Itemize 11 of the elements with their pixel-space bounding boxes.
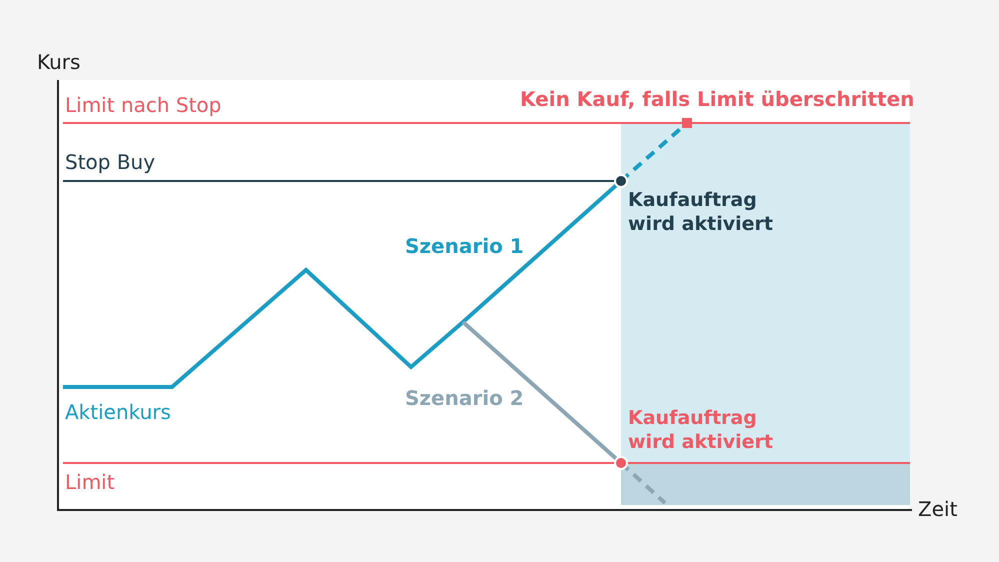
- axis-label: Kurs: [37, 50, 80, 75]
- annotation: Kaufauftrag wird aktiviert: [628, 406, 774, 454]
- scenario-label: Szenario 1: [405, 234, 524, 259]
- annotation: Kein Kauf, falls Limit überschritten: [520, 87, 914, 112]
- series-label: Aktienkurs: [65, 400, 171, 425]
- line-label: Limit: [65, 470, 115, 495]
- axis-label: Zeit: [918, 497, 958, 522]
- line-label: Limit nach Stop: [65, 93, 222, 118]
- line-label: Stop Buy: [65, 150, 156, 175]
- scenario-label: Szenario 2: [405, 386, 524, 411]
- annotation: Kaufauftrag wird aktiviert: [628, 188, 774, 236]
